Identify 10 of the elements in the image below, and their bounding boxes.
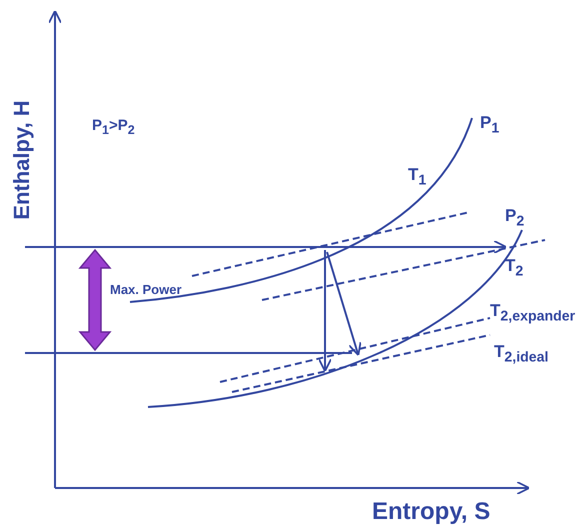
curve-label: T$_{2,ideal}$	[494, 343, 548, 365]
condition-note: P$_{1}$>P$_{2}$	[92, 118, 135, 136]
curve-label: T$_{2}$	[505, 257, 524, 279]
curve-label: P$_{1}$	[480, 114, 500, 136]
curve-label: P$_{2}$	[505, 207, 524, 229]
axis-title: Entropy, S	[372, 500, 490, 524]
curve-label: T$_{1}$	[408, 166, 426, 188]
span-label: Max. Power	[110, 283, 182, 296]
axis-title: Enthalpy, H	[11, 100, 33, 220]
curve-label: T$_{2,expander}$	[490, 302, 576, 324]
